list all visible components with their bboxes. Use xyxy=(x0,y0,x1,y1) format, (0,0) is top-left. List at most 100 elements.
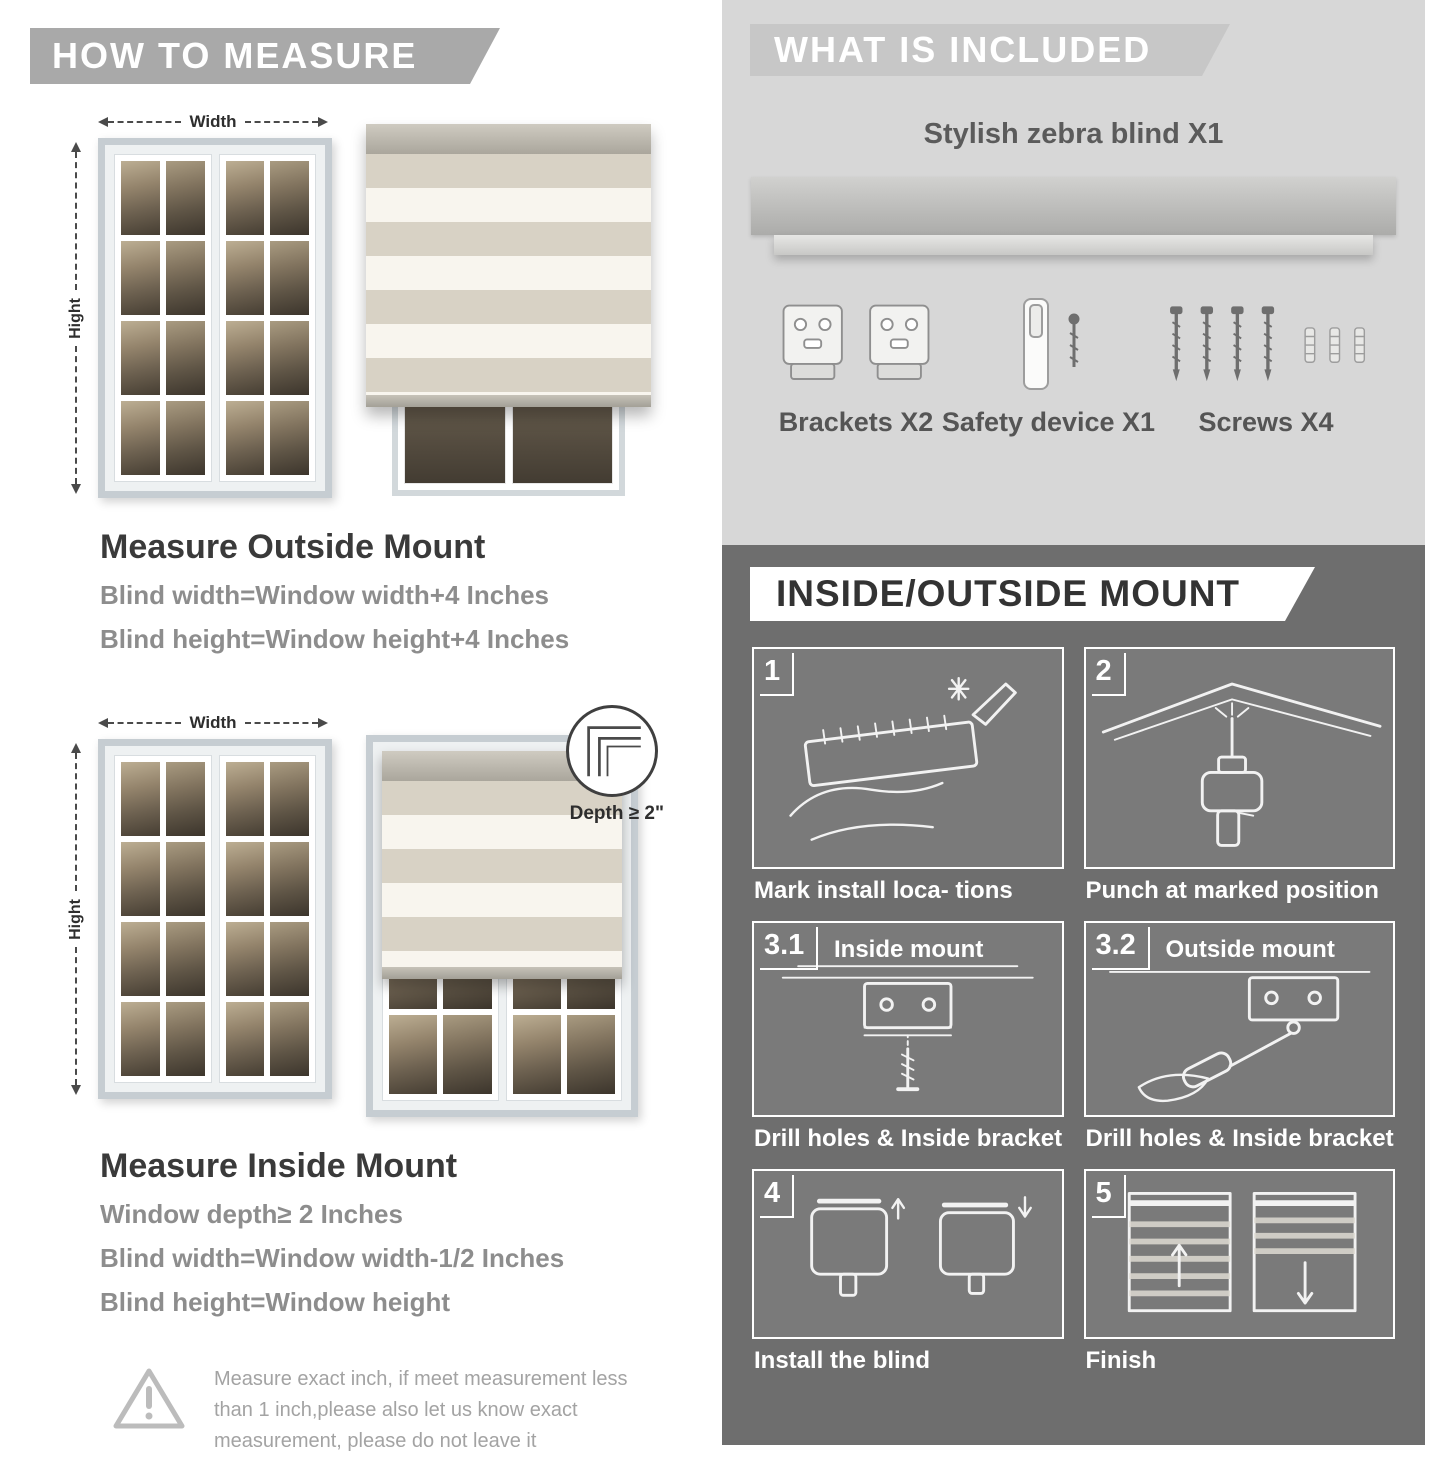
width-arrow: Width xyxy=(98,110,328,134)
safety-device-label: Safety device X1 xyxy=(941,407,1156,437)
step-3-1: 3.1 Inside mount xyxy=(752,921,1064,1169)
brackets-label: Brackets X2 xyxy=(778,407,934,437)
arrowhead-up-icon xyxy=(71,142,81,152)
mount-banner: INSIDE/OUTSIDE MOUNT xyxy=(750,567,1315,621)
inside-outside-mount-section: INSIDE/OUTSIDE MOUNT 1 xyxy=(722,545,1425,1445)
arrowhead-left-icon xyxy=(98,117,108,127)
window-frame xyxy=(366,735,638,1117)
install-blind-illustration xyxy=(810,1196,1032,1297)
blind-bottomrail xyxy=(366,394,651,407)
height-label: Hight xyxy=(67,898,84,940)
what-is-included-section: WHAT IS INCLUDED Stylish zebra blind X1 xyxy=(722,0,1425,545)
step-4: 4 xyxy=(752,1169,1064,1391)
step-caption: Drill holes & Inside bracket xyxy=(1085,1125,1394,1152)
window-sash xyxy=(114,154,212,482)
blind-stripes xyxy=(382,781,622,968)
measure-warning: Measure exact inch, if meet measurement … xyxy=(110,1364,722,1457)
window-illustration-outside: Width Hight xyxy=(64,110,332,498)
arrowhead-right-icon xyxy=(318,718,328,728)
arrowhead-down-icon xyxy=(71,484,81,494)
included-item-brackets: Brackets X2 xyxy=(776,291,936,438)
step-number: 3.2 xyxy=(1091,927,1150,970)
width-label: Width xyxy=(189,112,237,131)
inside-bracket-illustration xyxy=(781,965,1034,1092)
step-number: 5 xyxy=(1091,1175,1126,1218)
finish-illustration xyxy=(1127,1192,1357,1313)
window-sash xyxy=(114,755,212,1083)
what-is-included-banner: WHAT IS INCLUDED xyxy=(750,24,1230,76)
drill-illustration xyxy=(1101,682,1381,847)
brackets-icon xyxy=(782,304,930,380)
height-arrow: Hight xyxy=(64,743,88,1095)
arrowhead-down-icon xyxy=(71,1085,81,1095)
outside-mount-blind-illustration xyxy=(366,124,651,496)
outside-mount-illustrations: Width Hight xyxy=(64,110,722,498)
step-caption: Drill holes & Inside bracket xyxy=(754,1125,1063,1152)
dashed-line xyxy=(75,152,77,290)
height-label: Hight xyxy=(67,297,84,339)
inside-mount-title: Measure Inside Mount xyxy=(100,1147,458,1185)
arrowhead-up-icon xyxy=(71,743,81,753)
inside-mount-illustrations: Width Hight xyxy=(64,705,722,1117)
blind-headrail xyxy=(366,124,651,154)
included-item-safety-device: Safety device X1 xyxy=(942,291,1155,438)
inside-width-formula: Blind width=Window width-1/2 Inches xyxy=(100,1243,565,1273)
window-sash xyxy=(218,755,316,1083)
right-margin xyxy=(1425,0,1445,1445)
arrowhead-right-icon xyxy=(318,117,328,127)
outside-bracket-illustration xyxy=(1108,970,1370,1103)
screws-icon xyxy=(1170,306,1366,382)
step-5: 5 xyxy=(1083,1169,1395,1391)
step-caption: Punch at marked position xyxy=(1085,877,1379,904)
window-frame xyxy=(98,739,332,1099)
blind-bottomrail xyxy=(382,967,622,980)
dashed-line xyxy=(244,722,318,724)
outside-mount-title: Measure Outside Mount xyxy=(100,528,486,566)
arrowhead-left-icon xyxy=(98,718,108,728)
dashed-line xyxy=(75,753,77,891)
window-illustration-inside: Width Hight xyxy=(64,711,332,1099)
step-caption: Install the blind xyxy=(754,1347,931,1374)
inside-height-formula: Blind height=Window height xyxy=(100,1287,450,1317)
dashed-line xyxy=(75,947,77,1085)
step-3-2: 3.2 Outside mount xyxy=(1083,921,1395,1169)
screws-label: Screws X4 xyxy=(1198,407,1334,437)
dashed-line xyxy=(75,346,77,484)
step-number: 3.1 xyxy=(760,927,819,970)
blind-stripes xyxy=(366,154,651,395)
inside-depth-rule: Window depth≥ 2 Inches xyxy=(100,1199,403,1229)
dashed-line xyxy=(244,121,318,123)
window-corner-icon xyxy=(587,726,641,777)
warning-triangle-icon xyxy=(113,1368,185,1429)
step-number: 4 xyxy=(760,1175,795,1218)
how-to-measure-section: HOW TO MEASURE Width Hight xyxy=(0,0,722,1452)
headrail-bar xyxy=(751,177,1396,235)
right-panels: WHAT IS INCLUDED Stylish zebra blind X1 xyxy=(722,0,1425,1445)
outside-height-formula: Blind height=Window height+4 Inches xyxy=(100,624,570,654)
zebra-blind xyxy=(366,124,651,407)
step-caption: Mark install loca- tions xyxy=(754,877,1013,904)
dashed-line xyxy=(108,121,182,123)
step-number: 2 xyxy=(1091,653,1126,696)
included-items: Brackets X2 xyxy=(776,291,1371,438)
depth-detail-circle xyxy=(566,705,658,797)
mark-location-illustration xyxy=(789,677,1017,841)
step-2: 2 xyxy=(1083,647,1395,921)
height-arrow: Hight xyxy=(64,142,88,494)
window-frame xyxy=(98,138,332,498)
zebra-blind-label: Stylish zebra blind X1 xyxy=(923,118,1224,150)
width-label: Width xyxy=(189,713,237,732)
width-arrow: Width xyxy=(98,711,328,735)
step-number: 1 xyxy=(760,653,795,696)
how-to-measure-banner: HOW TO MEASURE xyxy=(30,28,500,84)
inside-mount-blind-illustration: Depth ≥ 2" xyxy=(366,705,664,1117)
headrail-illustration xyxy=(751,177,1396,255)
outside-width-formula: Blind width=Window width+4 Inches xyxy=(100,580,549,610)
step-caption: Finish xyxy=(1085,1347,1157,1374)
safety-device-icon xyxy=(1023,298,1080,390)
dashed-line xyxy=(108,722,182,724)
included-item-screws: Screws X4 xyxy=(1161,291,1371,438)
warning-text: Measure exact inch, if meet measurement … xyxy=(214,1368,628,1452)
headrail-fascia xyxy=(773,235,1374,255)
